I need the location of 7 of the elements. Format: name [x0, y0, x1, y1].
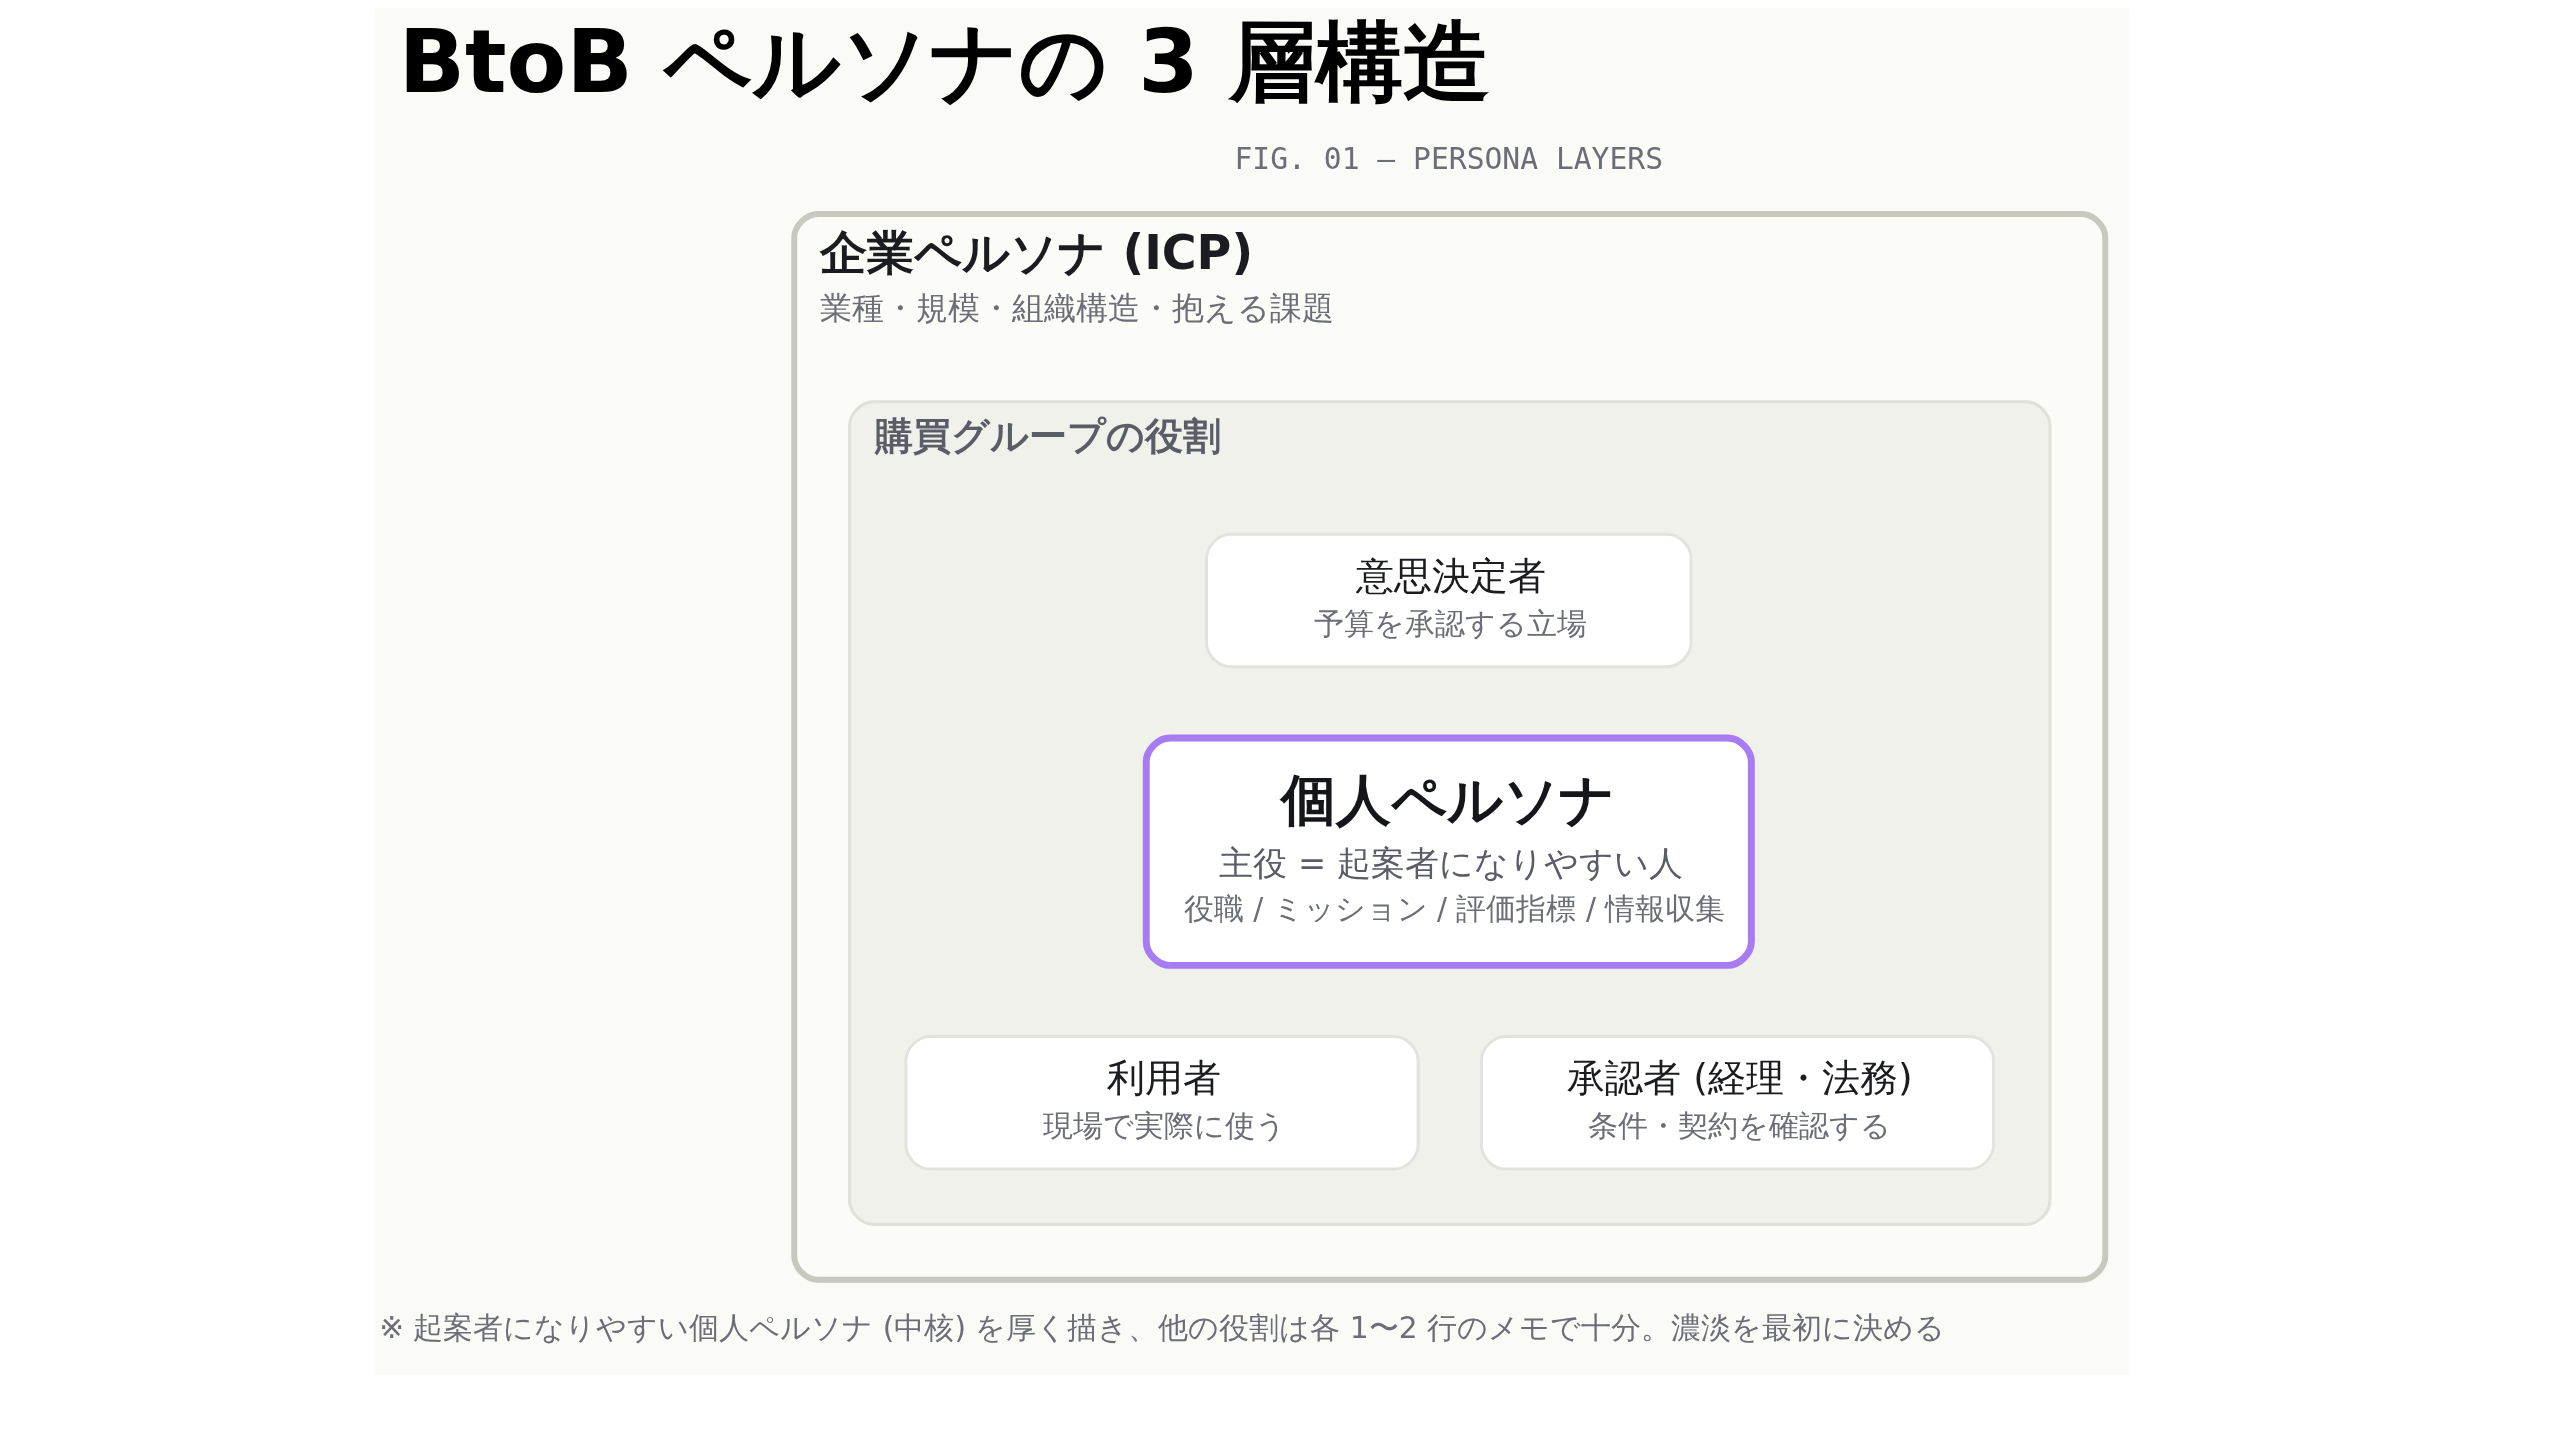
label: ※ 起案者になりやすい個人ペルソナ (中核) を厚く描き、他の役割は各 1〜2 行のメモで十分。濃淡を最初に決める: [378, 1310, 1945, 1346]
node-box: 利用者 現場で実際に使う: [903, 1035, 1420, 1171]
diagram-title: BtoB ペルソナの 3 層構造: [398, 10, 1490, 113]
node-box: 承認者 (経理・法務) 条件・契約を確認する: [1479, 1035, 1995, 1171]
node-box: 個人ペルソナ 主役 = 起案者になりやすい人 役職 / ミッション / 評価指標 / 情報収集: [1142, 734, 1755, 969]
label: FIG. 01 — PERSONA LAYERS: [1234, 141, 1663, 177]
node-box: 意思決定者 予算を承認する立場: [1204, 532, 1692, 669]
